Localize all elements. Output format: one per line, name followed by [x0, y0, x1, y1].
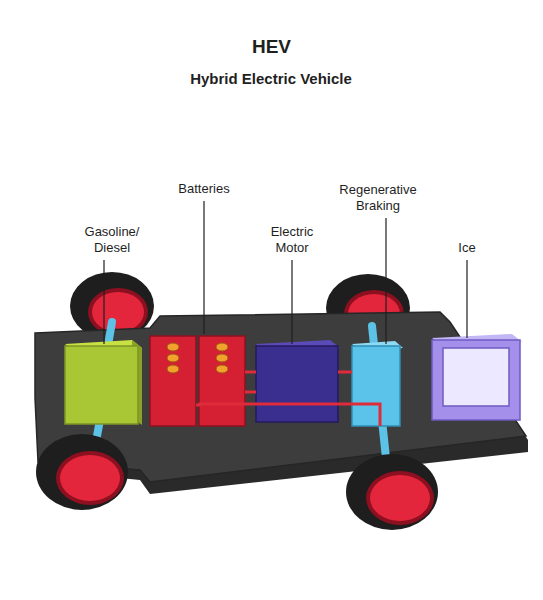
subtitle: Hybrid Electric Vehicle [121, 70, 421, 87]
callout-label: Gasoline/ Diesel [76, 224, 148, 256]
leader-line [203, 201, 204, 334]
callout-label: Batteries [159, 181, 249, 197]
callout-label: Electric Motor [261, 224, 323, 256]
diagram-title: HEV [0, 36, 543, 58]
front-right-wheel [346, 454, 438, 530]
leader-line [466, 260, 467, 338]
front-left-wheel [36, 434, 128, 510]
battery-pack [150, 336, 245, 426]
leader-line [291, 260, 292, 344]
leader-line [103, 260, 104, 344]
regen-brake-unit [352, 341, 403, 426]
electric-motor [256, 340, 340, 422]
callout-label: Regenerative Braking [330, 182, 426, 214]
callout-label: Ice [437, 240, 497, 256]
ice-engine [432, 334, 522, 420]
fuel-tank [65, 340, 142, 425]
leader-line [385, 218, 386, 344]
power-wire [196, 372, 380, 426]
